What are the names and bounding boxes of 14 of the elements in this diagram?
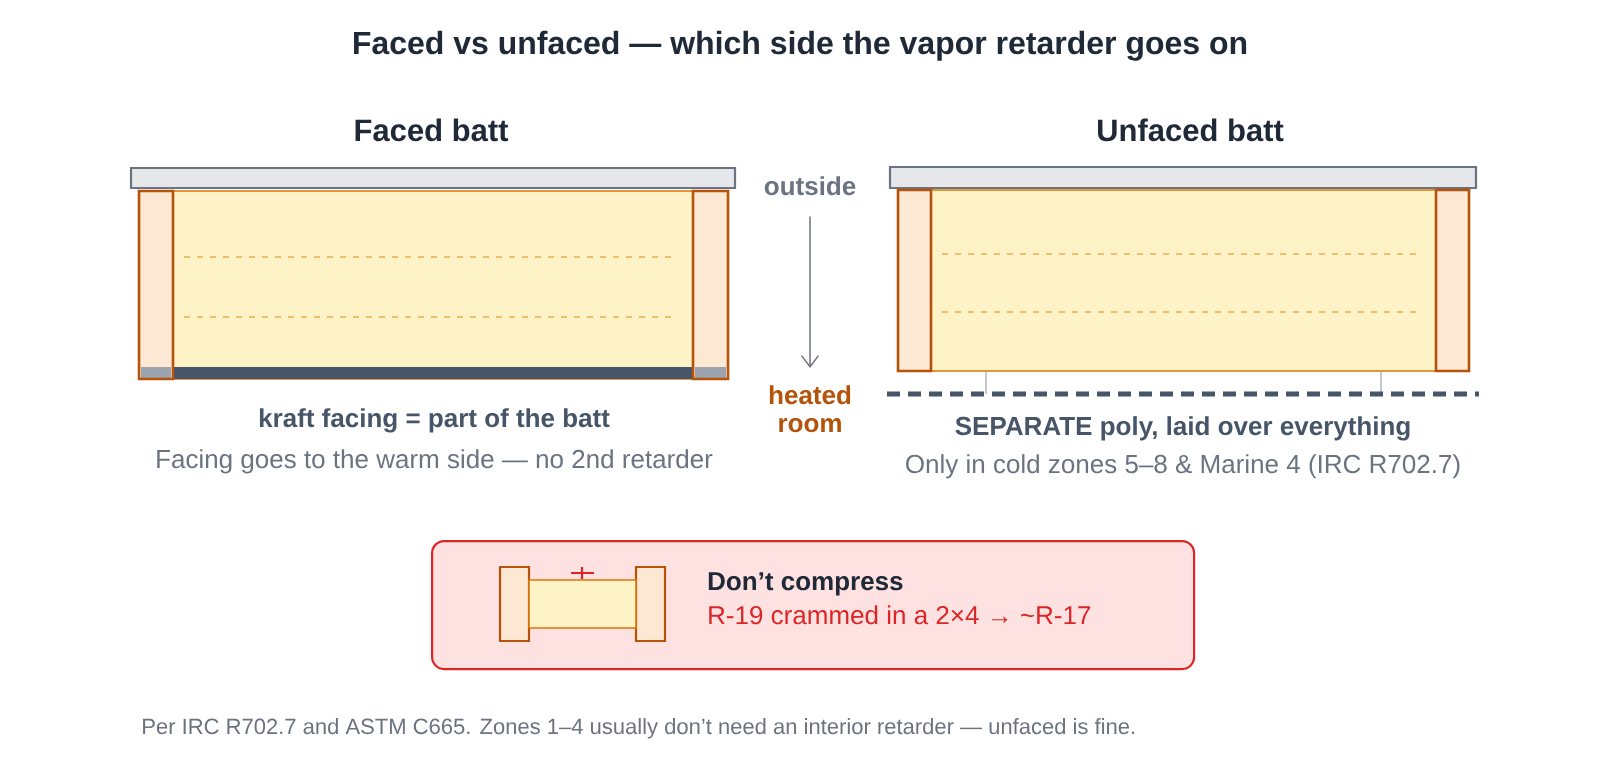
title: Faced vs unfaced — which side the vapor retarder goes on (354, 30, 1247, 61)
section-heading: Unfaced batt (1098, 118, 1284, 142)
note-text: Facing goes to the warm side — no 2nd retarder (157, 449, 713, 474)
part-label: kraft facing = part of the batt (259, 408, 610, 433)
side-label: heated room (769, 385, 851, 433)
callout-text: R-19 crammed in a 2×4 → ~R-17 (709, 605, 1091, 625)
section-heading: Faced batt (355, 118, 509, 142)
side-label: outside (764, 176, 856, 196)
arrow (800, 215, 820, 368)
caption: Per IRC R702.7 and ASTM C665. Zones 1–4 usually don’t need an interior retarder — unfaced is fine. (143, 718, 1135, 739)
callout-box (431, 540, 1196, 671)
callout-heading: Don’t compress (708, 572, 903, 596)
note-text: Only in cold zones 5–8 & Marine 4 (IRC R702.7) (906, 454, 1460, 479)
part-label: SEPARATE poly, laid over everything (955, 416, 1410, 441)
